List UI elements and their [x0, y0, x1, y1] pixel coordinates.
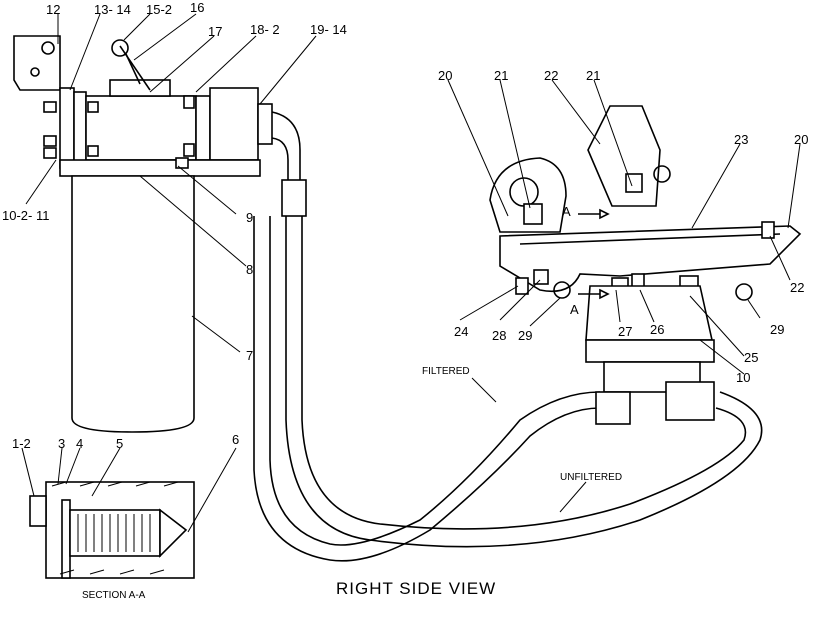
callout-29-left: 29: [518, 328, 532, 343]
callout-10-right: 10: [736, 370, 750, 385]
leader-lines: [21, 13, 801, 533]
callout-6: 6: [232, 432, 239, 447]
callout-1-2: 1-2: [12, 436, 31, 451]
callout-8: 8: [246, 262, 253, 277]
callout-5: 5: [116, 436, 123, 451]
callout-10-2-11: 10-2- 11: [2, 208, 49, 223]
filter-assembly: [13, 35, 301, 433]
callout-3: 3: [58, 436, 65, 451]
hose-unfiltered: [281, 179, 763, 548]
hose-filtered: [253, 216, 601, 562]
label-right-side-view: RIGHT SIDE VIEW: [336, 579, 496, 598]
manifold-assembly: [489, 105, 802, 425]
callout-19-14: 19- 14: [310, 22, 347, 37]
callout-28: 28: [492, 328, 506, 343]
callout-24: 24: [454, 324, 468, 339]
callout-12: 12: [46, 2, 60, 17]
section-marker-a-top: A: [562, 204, 571, 219]
callout-21-right: 21: [586, 68, 600, 83]
callout-21-left: 21: [494, 68, 508, 83]
callout-18-2: 18- 2: [250, 22, 280, 37]
callout-labels: 12 13- 14 15-2 16 17 18- 2 19- 14 10-2- …: [2, 0, 808, 601]
callout-13-14: 13- 14: [94, 2, 131, 17]
callout-16: 16: [190, 0, 204, 15]
callout-22-right: 22: [790, 280, 804, 295]
label-section-aa: SECTION A-A: [82, 590, 146, 601]
callout-9: 9: [246, 210, 253, 225]
callout-4: 4: [76, 436, 83, 451]
callout-7: 7: [246, 348, 253, 363]
callout-26: 26: [650, 322, 664, 337]
callout-27: 27: [618, 324, 632, 339]
callout-17: 17: [208, 24, 222, 39]
section-marker-a-bottom: A: [570, 302, 579, 317]
callout-20-right: 20: [794, 132, 808, 147]
callout-15-2: 15-2: [146, 2, 172, 17]
section-aa-detail: [29, 481, 195, 579]
callout-29-right: 29: [770, 322, 784, 337]
label-filtered: FILTERED: [422, 366, 470, 377]
label-unfiltered: UNFILTERED: [560, 472, 622, 483]
callout-20-left: 20: [438, 68, 452, 83]
callout-23: 23: [734, 132, 748, 147]
callout-25: 25: [744, 350, 758, 365]
callout-22-top: 22: [544, 68, 558, 83]
